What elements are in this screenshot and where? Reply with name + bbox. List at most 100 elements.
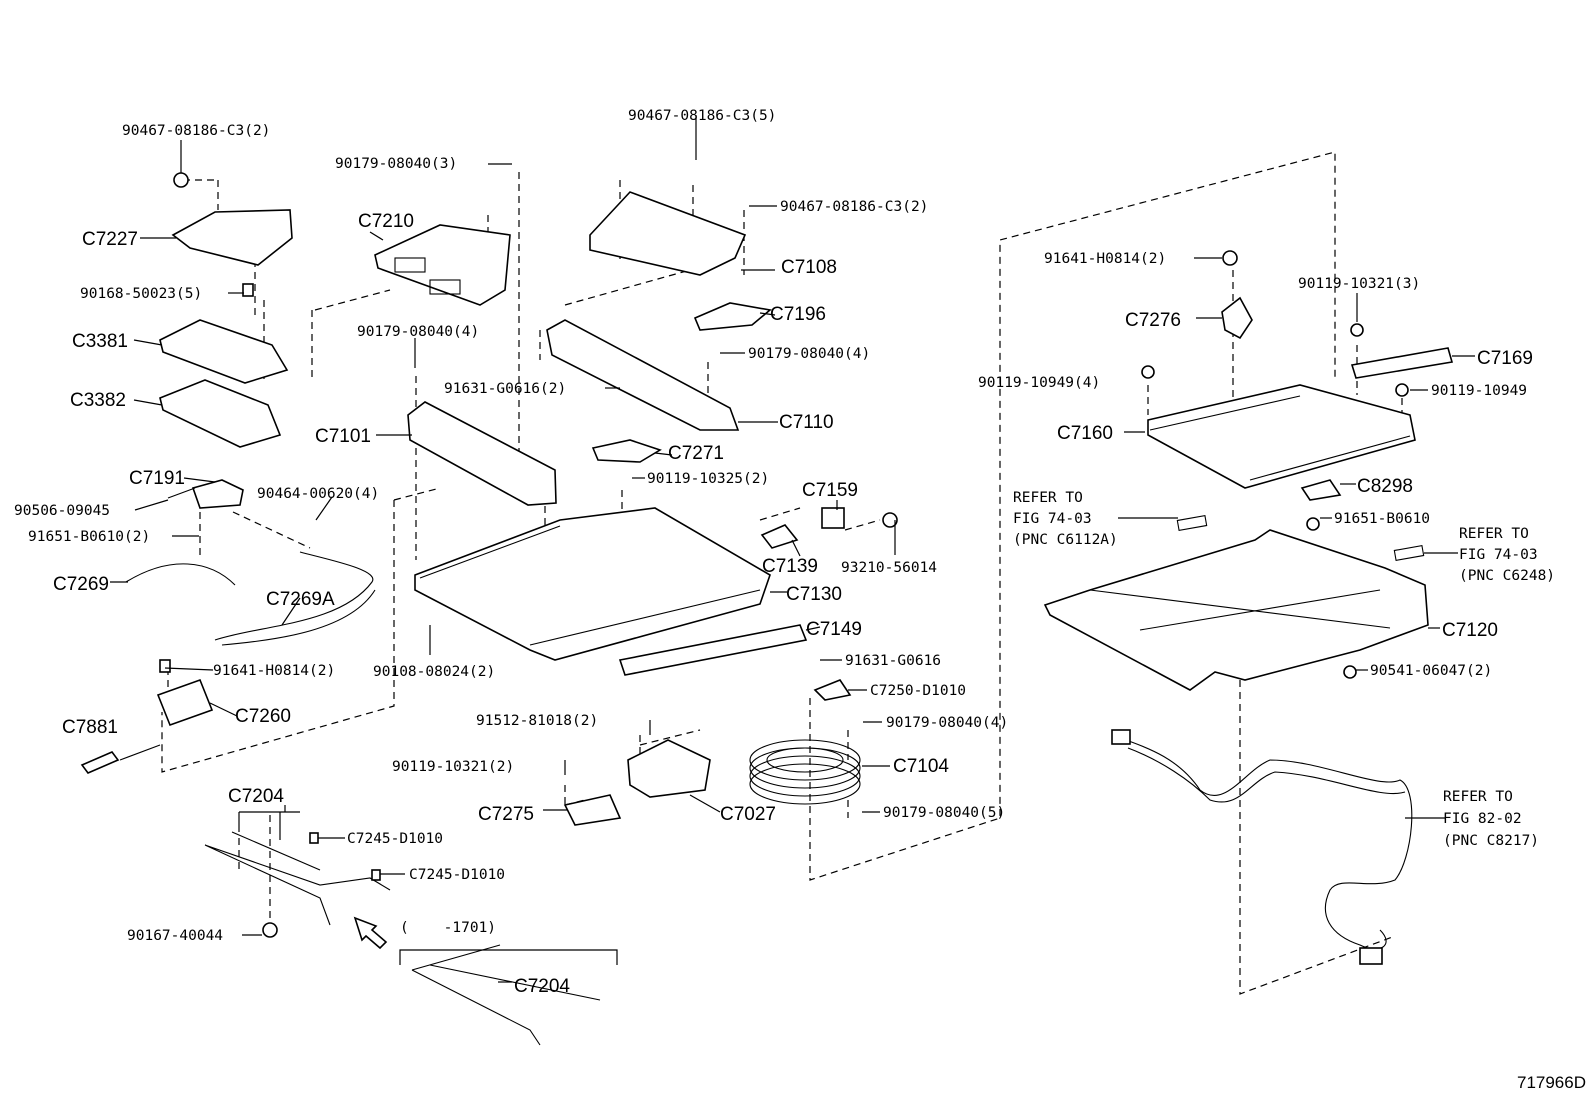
refer-note-line: (PNC C8217) — [1443, 833, 1539, 849]
part-c7159-shape — [821, 507, 845, 529]
part-c7269a-shape — [214, 551, 374, 641]
part-number: 90119-10949(4) — [978, 375, 1100, 391]
label-c7210: C7210 — [358, 211, 414, 232]
figure-id: 717966D — [1516, 1073, 1586, 1092]
part-c7027-shape — [627, 739, 711, 798]
part-c7881-shape — [80, 751, 120, 774]
part-number: 90467-08186-C3(2) — [780, 199, 928, 215]
part-c7169-shape — [1350, 347, 1454, 379]
view-arrow-icon — [353, 916, 388, 950]
label-c7276: C7276 — [1125, 310, 1181, 331]
label-c7269: C7269 — [53, 574, 109, 595]
label-c7130: C7130 — [786, 584, 842, 605]
part-number: 90119-10321(3) — [1298, 276, 1420, 292]
label-c3381: C3381 — [72, 331, 128, 352]
label-c7269a: C7269A — [266, 589, 335, 610]
label-c7027: C7027 — [720, 804, 776, 825]
part-number: 90467-08186-C3(2) — [122, 123, 270, 139]
label-c7275: C7275 — [478, 804, 534, 825]
part-c7269-shape — [125, 563, 236, 586]
part-c7204-shape — [204, 844, 391, 926]
part-number: 91641-H0814(2) — [1044, 251, 1166, 267]
part-number: 90168-50023(5) — [80, 286, 202, 302]
label-c7881: C7881 — [62, 717, 118, 738]
part-c7210-shape — [374, 224, 511, 306]
part-c7271-shape — [591, 439, 662, 463]
part-c3381-shape — [159, 319, 289, 384]
range-note: ( -1701) — [400, 920, 496, 936]
part-number: 91651-B0610 — [1334, 511, 1430, 527]
part-number: C7245-D1010 — [347, 831, 443, 847]
refer-note-line: (PNC C6248) — [1459, 568, 1555, 584]
refer-note-line: FIG 82-02 — [1443, 811, 1522, 827]
part-c7120-shape — [1043, 529, 1429, 691]
bolt-icon — [173, 172, 189, 188]
part-number: 90179-08040(3) — [335, 156, 457, 172]
part-number: 90464-00620(4) — [257, 486, 379, 502]
label-c7169: C7169 — [1477, 348, 1533, 369]
part-number: 90541-06047(2) — [1370, 663, 1492, 679]
label-c7108: C7108 — [781, 257, 837, 278]
part-number: 90119-10325(2) — [647, 471, 769, 487]
part-number: 90108-08024(2) — [373, 664, 495, 680]
part-number: 93210-56014 — [841, 560, 937, 576]
part-number: 91631-G0616 — [845, 653, 941, 669]
part-number: 90179-08040(5) — [883, 805, 1005, 821]
part-number: 90179-08040(4) — [886, 715, 1008, 731]
refer-note-line: FIG 74-03 — [1459, 547, 1538, 563]
label-c7120: C7120 — [1442, 620, 1498, 641]
label-c7101: C7101 — [315, 426, 371, 447]
part-c3382-shape — [159, 379, 282, 448]
part-c7204-alt-shape — [411, 944, 601, 1046]
part-number-labels: 90467-08186-C3(2) 90179-08040(3) 90168-5… — [14, 108, 1527, 944]
label-c7110: C7110 — [779, 412, 834, 433]
label-c3382: C3382 — [70, 390, 126, 411]
part-c7160-shape — [1147, 384, 1416, 489]
label-c7139: C7139 — [762, 556, 818, 577]
harness-c8217-shape — [1119, 737, 1413, 950]
part-c7139-shape — [760, 524, 799, 549]
label-c7271: C7271 — [668, 443, 724, 464]
part-c7275-shape — [563, 794, 622, 826]
part-sketches — [80, 172, 1454, 1046]
refer-note-line: REFER TO — [1459, 526, 1529, 542]
refer-note-line: FIG 74-03 — [1013, 511, 1092, 527]
part-c7196-shape — [693, 302, 772, 331]
part-number: 90467-08186-C3(5) — [628, 108, 776, 124]
refer-note-line: (PNC C6112A) — [1013, 532, 1118, 548]
part-c7110-shape — [546, 319, 740, 431]
part-number: 90179-08040(4) — [357, 324, 479, 340]
refer-note-line: REFER TO — [1443, 789, 1513, 805]
part-number: 91512-81018(2) — [476, 713, 598, 729]
part-c7104-shape — [749, 739, 861, 805]
label-c7160: C7160 — [1057, 423, 1113, 444]
label-c7159: C7159 — [802, 480, 858, 501]
part-c7108-shape — [589, 191, 747, 276]
part-c7149-shape — [618, 624, 808, 676]
refer-note-line: REFER TO — [1013, 490, 1083, 506]
screw-icon — [882, 512, 898, 528]
label-c8298: C8298 — [1357, 476, 1413, 497]
refer-notes: REFER TO FIG 74-03 (PNC C6112A) REFER TO… — [400, 490, 1555, 936]
part-c7227-shape — [171, 209, 293, 266]
part-number: 90119-10321(2) — [392, 759, 514, 775]
label-c7191: C7191 — [129, 468, 185, 489]
label-c7204-b: C7204 — [514, 976, 570, 997]
part-c7276-shape — [1221, 296, 1253, 340]
label-c7260: C7260 — [235, 706, 291, 727]
label-c7204-a: C7204 — [228, 786, 284, 807]
part-c7250-shape — [813, 679, 852, 701]
part-number: 91641-H0814(2) — [213, 663, 335, 679]
part-number: C7245-D1010 — [409, 867, 505, 883]
part-c8298-shape — [1300, 479, 1342, 501]
part-number: 91631-G0616(2) — [444, 381, 566, 397]
label-c7196: C7196 — [770, 304, 826, 325]
part-c7101-shape — [407, 401, 557, 506]
part-c7130-shape — [414, 507, 771, 661]
part-number: 90167-40044 — [127, 928, 223, 944]
leader-lines — [110, 115, 1475, 983]
part-number: 90119-10949 — [1431, 383, 1527, 399]
part-c7191-shape — [191, 479, 244, 509]
part-number: 90506-09045 — [14, 503, 110, 519]
